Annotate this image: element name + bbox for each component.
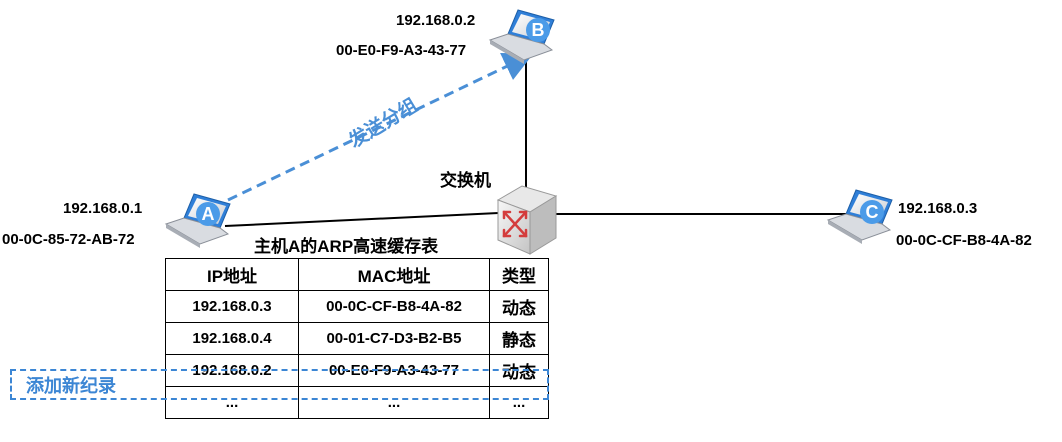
- new-record-highlight: [10, 369, 549, 400]
- arp-table-title: 主机A的ARP高速缓存表: [254, 237, 439, 256]
- table-header-row: IP地址 MAC地址 类型: [165, 258, 549, 291]
- host-a-ip: 192.168.0.1: [63, 200, 143, 217]
- new-record-label: 添加新纪录: [26, 376, 116, 396]
- host-a-mac: 00-0C-85-72-AB-72: [2, 231, 135, 248]
- cell-type: 动态: [489, 290, 549, 323]
- table-row: 192.168.0.3 00-0C-CF-B8-4A-82 动态: [165, 290, 549, 323]
- host-c-ip: 192.168.0.3: [898, 200, 978, 217]
- host-b-ip: 192.168.0.2: [396, 12, 476, 29]
- header-type: 类型: [489, 258, 549, 291]
- laptop-c-letter: C: [866, 202, 879, 222]
- laptop-b-letter: B: [532, 20, 545, 40]
- cell-ip: ...: [165, 386, 299, 419]
- cell-ip: 192.168.0.4: [165, 322, 299, 355]
- table-row: 192.168.0.4 00-01-C7-D3-B2-B5 静态: [165, 322, 549, 355]
- laptop-a-letter: A: [202, 204, 215, 224]
- link-a-switch: [224, 211, 521, 227]
- laptop-b-icon: [488, 9, 555, 64]
- header-ip: IP地址: [165, 258, 299, 291]
- cell-type: 静态: [489, 322, 549, 355]
- switch-icon: [496, 185, 558, 255]
- cell-mac: 00-01-C7-D3-B2-B5: [298, 322, 490, 355]
- switch-label: 交换机: [440, 171, 491, 190]
- host-b-mac: 00-E0-F9-A3-43-77: [336, 42, 467, 59]
- header-mac: MAC地址: [298, 258, 490, 291]
- laptop-c-icon: [826, 189, 893, 244]
- send-arrow: [227, 52, 534, 202]
- host-c-mac: 00-0C-CF-B8-4A-82: [896, 232, 1032, 249]
- laptop-a-icon: [164, 193, 231, 248]
- cell-mac: ...: [298, 386, 490, 419]
- cell-ip: 192.168.0.3: [165, 290, 299, 323]
- cell-mac: 00-0C-CF-B8-4A-82: [298, 290, 490, 323]
